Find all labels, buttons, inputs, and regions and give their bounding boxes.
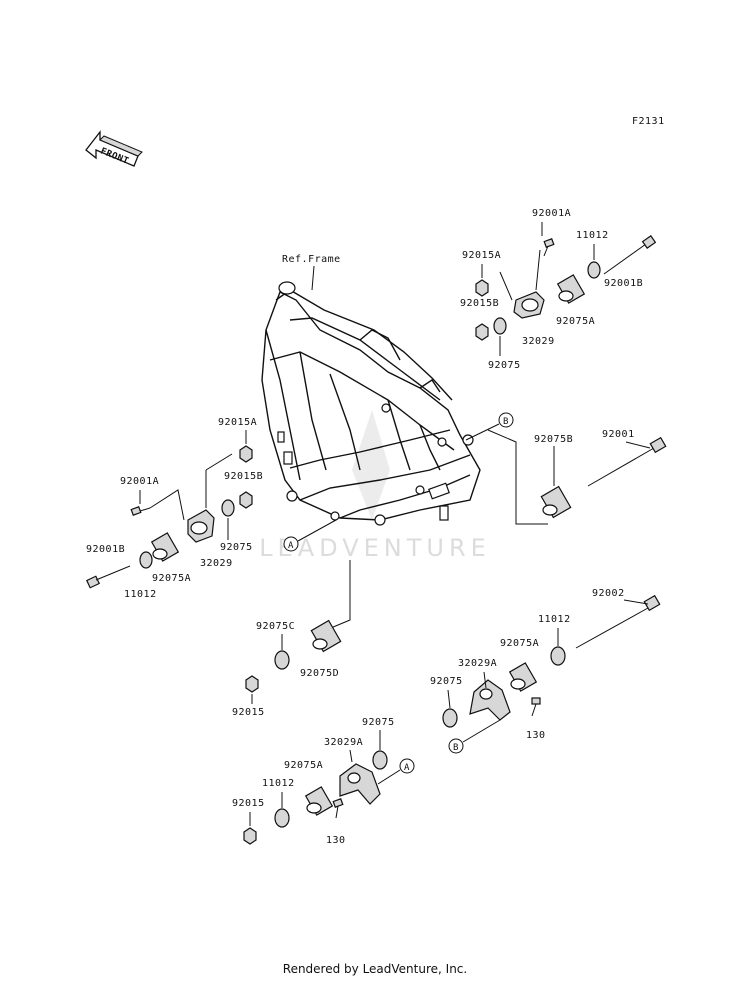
label-92075A-left: 92075A <box>152 573 191 584</box>
label-92015A-top: 92015A <box>462 250 501 261</box>
label-92001A-top: 92001A <box>532 208 571 219</box>
callout-b-bottom: B <box>448 719 501 754</box>
watermark: LEADVENTURE <box>259 410 486 562</box>
label-92001: 92001 <box>602 429 635 440</box>
bolt-92001B-left <box>85 565 131 589</box>
label-32029A-right: 32029A <box>458 658 497 669</box>
callout-b-top-label: B <box>503 417 509 427</box>
label-32029-top: 32029 <box>522 336 555 347</box>
label-92001B-top: 92001B <box>604 278 643 289</box>
leader-92075D <box>325 560 351 631</box>
label-11012-top: 11012 <box>576 230 609 241</box>
washer-11012-right <box>550 646 566 666</box>
nut-92015A-left <box>239 445 253 463</box>
washer-92075-left <box>221 499 235 517</box>
washer-92075C <box>274 650 290 670</box>
washer-11012-left <box>139 551 153 569</box>
label-92075C: 92075C <box>256 621 295 632</box>
frame-leader <box>311 265 315 291</box>
label-130-right: 130 <box>526 730 546 741</box>
bolt-92002 <box>575 594 661 649</box>
motorcycle-frame <box>261 281 481 526</box>
label-32029A-bottom: 32029A <box>324 737 363 748</box>
bushing-92075D <box>310 619 342 653</box>
bracket-32029-left <box>187 509 215 543</box>
watermark-logo-icon <box>352 410 390 520</box>
washer-92075-bottom <box>372 750 388 770</box>
bracket-32029-top <box>513 291 545 319</box>
label-92075A-bottom: 92075A <box>284 760 323 771</box>
callout-a-left: A <box>283 519 337 552</box>
label-92075A-top: 92075A <box>556 316 595 327</box>
nut-92015B-top <box>475 323 489 341</box>
callout-a-left-label: A <box>288 541 294 551</box>
label-92001A-left: 92001A <box>120 476 159 487</box>
bushing-92075A-bottom <box>304 786 334 816</box>
bolt-92001B-top <box>603 235 657 275</box>
bolt-130-right <box>531 697 541 717</box>
bolt-92001A-left <box>130 506 151 516</box>
label-92015A-left: 92015A <box>218 417 257 428</box>
label-32029-left: 32029 <box>200 558 233 569</box>
callout-b-bottom-label: B <box>453 743 459 753</box>
figure-code: F2131 <box>632 116 665 127</box>
label-92015B-left: 92015B <box>224 471 263 482</box>
nut-92015-bottom <box>243 827 257 845</box>
bolt-92001A-top <box>543 238 555 257</box>
label-92075-top: 92075 <box>488 360 521 371</box>
label-92001B-left: 92001B <box>86 544 125 555</box>
bracket-32029A-right <box>469 679 511 721</box>
label-92002: 92002 <box>592 588 625 599</box>
footer-credit: Rendered by LeadVenture, Inc. <box>282 962 468 976</box>
washer-11012-top <box>587 261 601 279</box>
bracket-32029A-bottom <box>339 763 381 805</box>
label-92015-bottom: 92015 <box>232 798 265 809</box>
label-92015B-top: 92015B <box>460 298 499 309</box>
label-92015-mid: 92015 <box>232 707 265 718</box>
nut-92015B-left <box>239 491 253 509</box>
label-92075A-right: 92075A <box>500 638 539 649</box>
callout-a-bottom-label: A <box>404 763 410 773</box>
callout-a-bottom: A <box>377 758 415 785</box>
label-92075B: 92075B <box>534 434 573 445</box>
label-92075-bottom: 92075 <box>362 717 395 728</box>
label-92075-left: 92075 <box>220 542 253 553</box>
frame-label: Ref.Frame <box>282 254 341 265</box>
label-11012-left: 11012 <box>124 589 157 600</box>
front-arrow-icon: FRONT <box>85 130 143 167</box>
label-92075-right: 92075 <box>430 676 463 687</box>
label-92075D: 92075D <box>300 668 339 679</box>
bushing-92075B <box>540 485 572 519</box>
callout-b-top: B <box>465 412 514 441</box>
label-11012-right: 11012 <box>538 614 571 625</box>
nut-92015A-top <box>475 279 489 297</box>
nut-92015-mid <box>245 675 259 693</box>
washer-92075-right <box>442 708 458 728</box>
bolt-92001 <box>587 436 667 487</box>
washer-92075-top <box>493 317 507 335</box>
bushing-92075A-top <box>556 274 586 304</box>
bolt-130-bottom <box>332 798 344 819</box>
label-130-bottom: 130 <box>326 835 346 846</box>
washer-11012-bottom <box>274 808 290 828</box>
bushing-92075A-right <box>508 662 538 692</box>
label-11012-bottom: 11012 <box>262 778 295 789</box>
bushing-92075A-left <box>150 532 180 562</box>
